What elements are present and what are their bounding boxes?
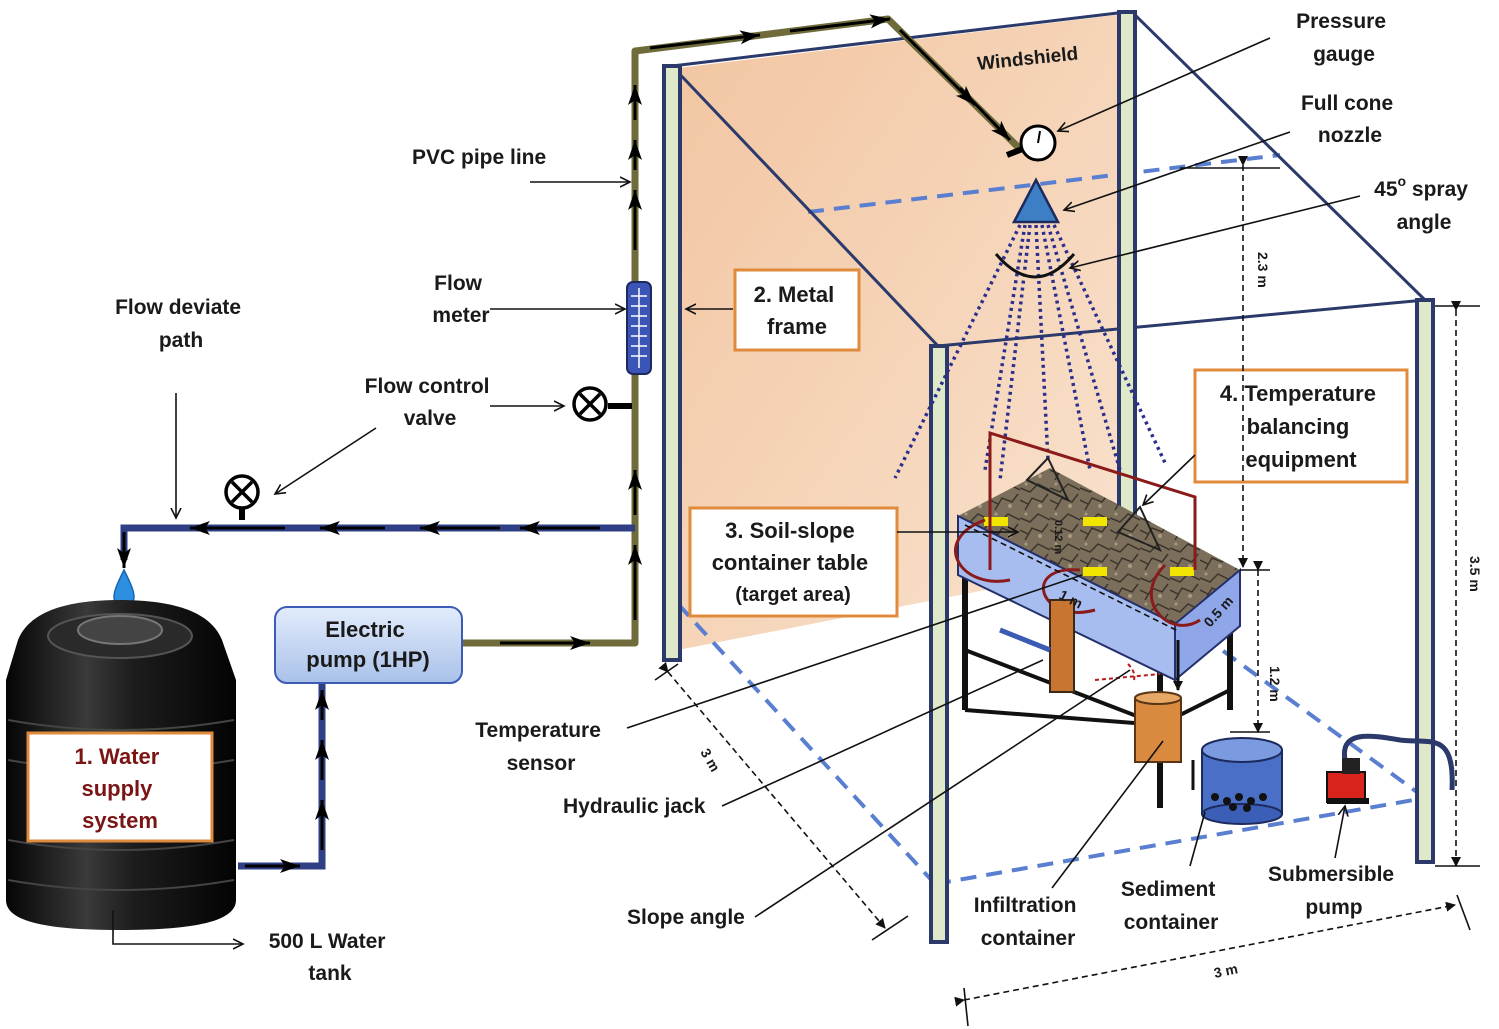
temperature-balancing-box [1193,368,1409,484]
flow-meter-icon [626,281,652,375]
pressure-gauge-icon [1005,124,1057,162]
pressure-gauge-label: Pressure gauge [1296,10,1392,66]
dimension-width-bottom: 3 m [1212,960,1239,981]
hydraulic-jack-label: Hydraulic jack [563,795,706,818]
frame-post-right [1415,298,1435,864]
soil-slope-table-label: 3. Soil-slope container table (target ar… [712,518,875,606]
temperature-sensor-icon [1083,517,1107,526]
temperature-sensor-label: Temperature sensor [475,719,607,775]
soil-slope-table-box [688,506,899,618]
blue-supply-pipe [120,524,635,560]
spray-angle-arc [994,253,1076,279]
water-supply-box [26,731,214,843]
flow-control-valve-icon [224,474,260,520]
pvc-pipe-line-label: PVC pipe line [412,146,546,169]
dimension-width-left: 3 m [697,746,723,775]
metal-frame-label: 2. Metal frame [754,282,841,339]
temperature-sensor-icon [1170,567,1194,576]
metal-frame-box [733,268,861,352]
dimension-height-table: 1.2 m [1267,666,1283,702]
sediment-container-label: Sediment container [1121,878,1221,934]
flow-control-valve-label: Flow control valve [365,375,496,430]
soil-slope-table [957,468,1241,808]
slope-angle-label: Slope angle [627,906,745,929]
electric-pump-box [274,606,463,684]
pump-feed-pipe [238,682,326,870]
electric-pump-label: Electric pump (1HP) [306,617,429,672]
temperature-sensor-icon [1083,567,1107,576]
flow-meter-label: Flow meter [432,272,489,327]
blue-flow-arrows [117,521,600,873]
dimension-soil-depth: 0.12 m [1052,520,1064,554]
infiltration-container-label: Infiltration container [974,894,1083,950]
sediment-container-icon [1201,737,1283,825]
infiltration-container-icon [1134,640,1195,790]
spray-angle-label: 45o spray angle [1374,173,1474,234]
dimension-height-frame: 3.5 m [1467,556,1483,592]
water-tank-label: 500 L Water tank [269,930,392,985]
frame-post-back-right [1117,10,1137,564]
full-cone-nozzle-icon [1011,177,1061,224]
metal-frame-posts [662,10,1435,944]
water-supply-label: 1. Water supply system [75,744,166,833]
hydraulic-jack-icon [999,599,1075,693]
pvc-flow-arrows [500,14,1012,650]
metal-frame-beams [670,10,1427,348]
full-cone-nozzle-label: Full cone nozzle [1301,92,1399,147]
flow-control-valve-icon [572,386,632,422]
dimension-height-nozzle: 2.3 m [1255,252,1271,288]
frame-post-front-center [929,344,949,944]
temperature-sensor-icon [984,517,1008,526]
slope-angle-indicator [1094,663,1161,681]
frame-post-front-left [662,64,682,662]
dimension-ticks [654,167,1480,1027]
dimension-lines [658,156,1461,1007]
flow-deviate-path-label: Flow deviate path [115,296,247,352]
submersible-pump-icon [1326,733,1455,804]
submersible-pump-label: Submersible pump [1268,863,1400,919]
